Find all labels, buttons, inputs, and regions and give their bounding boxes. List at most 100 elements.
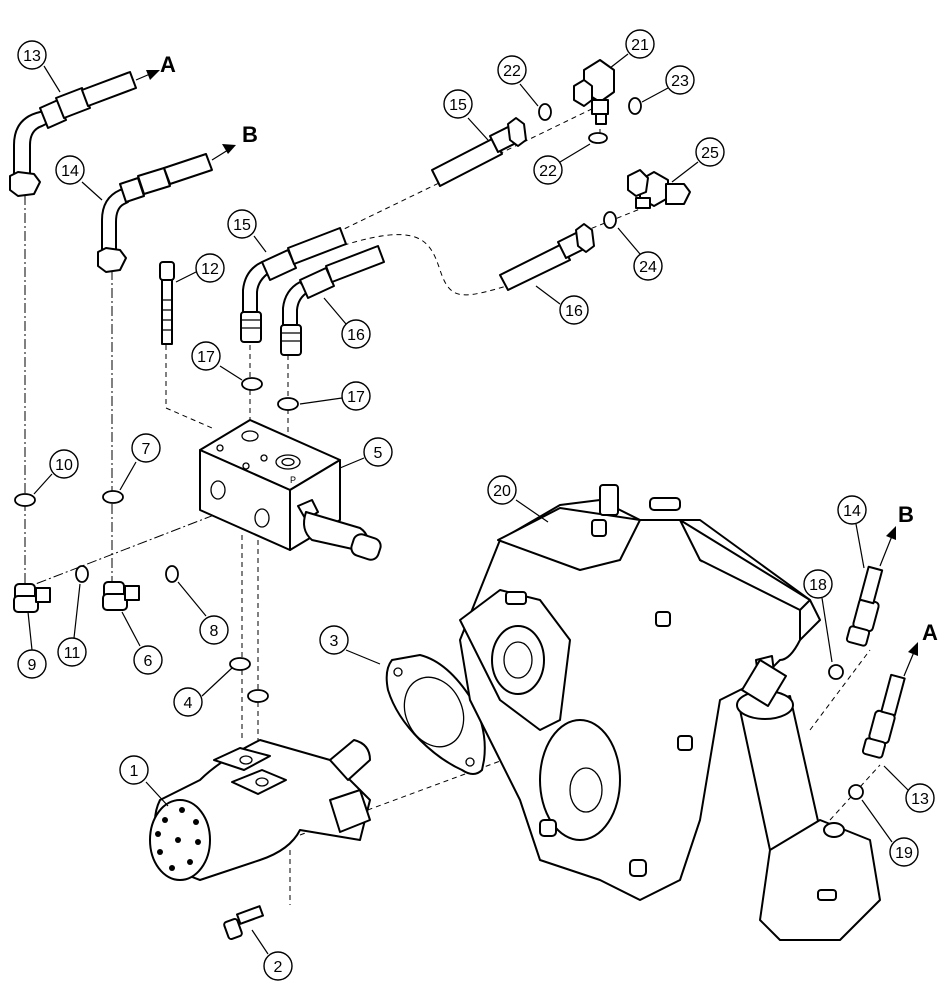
callout-leader	[27, 611, 33, 651]
valve-block-5: P	[199, 419, 382, 561]
callout-circle	[17, 40, 47, 70]
callout-leader	[299, 397, 343, 405]
callout-circle	[443, 89, 473, 119]
callout-circle	[173, 687, 203, 717]
callout-circle	[487, 475, 517, 505]
callout-c25: 25	[671, 137, 725, 183]
fitting-21	[573, 59, 615, 125]
callout-label: 8	[210, 623, 219, 640]
callout-c17a: 17	[191, 341, 243, 381]
callout-leader	[535, 285, 561, 305]
callout-circle	[341, 381, 371, 411]
callout-c13b: 13	[883, 765, 935, 813]
hose-16-straight	[499, 223, 595, 291]
callout-circle	[497, 55, 527, 85]
callout-leader	[251, 929, 269, 955]
o-ring-8	[165, 565, 179, 583]
callout-c14a: 14	[55, 155, 103, 201]
callout-circle	[559, 295, 589, 325]
o-ring-17-right	[277, 397, 299, 411]
callout-leader	[861, 799, 893, 843]
callout-label: 25	[701, 145, 719, 162]
callout-label: 9	[28, 657, 37, 674]
gearbox-20	[459, 484, 881, 941]
callout-c19: 19	[861, 799, 919, 867]
callout-c10: 10	[33, 449, 79, 495]
callout-label: 22	[503, 63, 521, 80]
callout-leader	[219, 365, 243, 381]
o-ring-11	[75, 565, 89, 583]
callout-circle	[191, 341, 221, 371]
callout-label: 6	[144, 653, 153, 670]
callout-circle	[695, 137, 725, 167]
callout-label: 14	[843, 503, 861, 520]
callout-label: 17	[197, 349, 215, 366]
callout-c22b: 22	[533, 143, 591, 185]
flow-label-b-top: B	[242, 122, 258, 147]
callout-c13a: 13	[17, 40, 61, 93]
callout-leader	[467, 117, 489, 141]
callout-leader	[617, 227, 641, 255]
o-ring-22-bottom	[588, 132, 608, 144]
callout-c4: 4	[173, 667, 233, 717]
callout-label: 18	[809, 577, 827, 594]
callout-c7: 7	[119, 433, 161, 491]
callout-c16a: 16	[323, 297, 371, 349]
callout-circle	[665, 65, 695, 95]
callout-c5: 5	[339, 437, 393, 469]
callout-c9: 9	[17, 611, 47, 679]
callout-label: 4	[184, 695, 193, 712]
callout-leader	[253, 235, 267, 253]
callout-leader	[33, 473, 53, 495]
callout-label: 17	[347, 389, 365, 406]
callout-circle	[837, 495, 867, 525]
callout-label: 15	[233, 217, 251, 234]
o-ring-17-left	[241, 377, 263, 391]
callout-circle	[533, 155, 563, 185]
callout-leader	[201, 667, 233, 697]
callout-label: 21	[631, 37, 649, 54]
o-ring-4-bottom	[247, 689, 269, 703]
callout-label: 20	[493, 483, 511, 500]
callout-label: 3	[330, 633, 339, 650]
callout-circle	[55, 155, 85, 185]
callout-label: 13	[23, 48, 41, 65]
flow-label-b-right: B	[898, 502, 914, 527]
callout-c15a: 15	[443, 89, 489, 141]
callout-label: 1	[130, 763, 139, 780]
callout-circle	[131, 433, 161, 463]
hose-15-block	[240, 227, 347, 343]
o-ring-24	[603, 211, 617, 229]
callout-c24: 24	[617, 227, 663, 281]
callout-leader	[671, 161, 699, 183]
hose-14-top	[97, 144, 236, 273]
hose-14-right	[845, 526, 896, 647]
o-rings	[14, 97, 864, 800]
callout-c1: 1	[119, 755, 169, 807]
hose-13-top	[9, 70, 160, 197]
callout-label: 15	[449, 97, 467, 114]
callout-circle	[905, 783, 935, 813]
o-ring-7	[102, 490, 124, 504]
callout-leader	[641, 87, 669, 103]
callout-circle	[319, 625, 349, 655]
callout-label: 24	[639, 259, 657, 276]
hose-13-right	[861, 642, 918, 759]
callout-label: 19	[895, 845, 913, 862]
callout-label: 12	[201, 261, 219, 278]
callout-label: 22	[539, 163, 557, 180]
callout-leader	[559, 143, 591, 163]
callout-c17b: 17	[299, 381, 371, 411]
callout-circle	[195, 253, 225, 283]
callout-circle	[803, 569, 833, 599]
callout-leader	[609, 53, 629, 69]
callout-label: 7	[142, 441, 151, 458]
o-ring-10	[14, 493, 36, 507]
callout-circle	[633, 251, 663, 281]
callout-leader	[43, 65, 61, 93]
o-ring-19	[848, 784, 864, 800]
callout-c18: 18	[803, 569, 833, 663]
callout-circle	[119, 755, 149, 785]
